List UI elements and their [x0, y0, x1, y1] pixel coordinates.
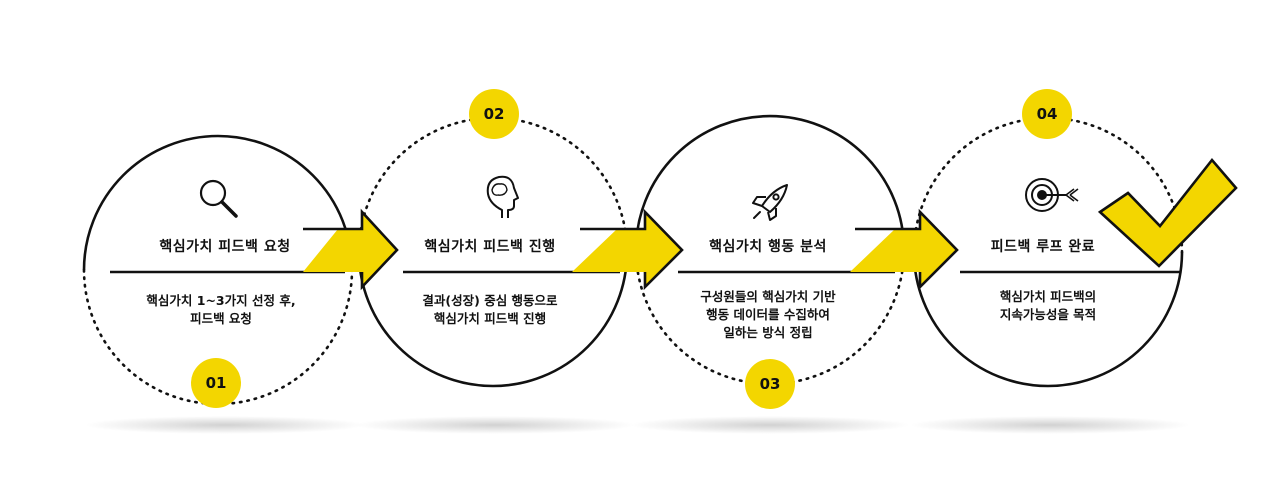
rocket-icon — [752, 184, 788, 221]
step-3-desc-line: 구성원들의 핵심가치 기반 — [700, 289, 836, 304]
step-3-title: 핵심가치 행동 분석 — [709, 239, 827, 255]
step-1-desc-line: 핵심가치 1~3가지 선정 후, — [146, 293, 296, 308]
step-3-desc-line: 일하는 방식 정립 — [723, 325, 813, 340]
search-icon — [199, 179, 238, 218]
step-2-description: 결과(성장) 중심 행동으로 핵심가치 피드백 진행 — [373, 292, 607, 328]
target-icon — [1025, 178, 1079, 212]
step-3-desc-line: 행동 데이터를 수집하여 — [706, 307, 830, 322]
step-4-desc-line: 지속가능성을 목적 — [999, 307, 1097, 322]
step-3-description: 구성원들의 핵심가치 기반 행동 데이터를 수집하여 일하는 방식 정립 — [650, 288, 886, 342]
step-2-desc-line: 핵심가치 피드백 진행 — [433, 311, 547, 326]
ground-shadows — [85, 416, 1190, 434]
arrow-2 — [572, 208, 684, 291]
step-1-desc-line: 피드백 요청 — [190, 311, 252, 326]
step-2-desc-line: 결과(성장) 중심 행동으로 — [422, 293, 558, 308]
step-4-desc-line: 핵심가치 피드백의 — [999, 289, 1097, 304]
brain-head-icon — [486, 175, 519, 218]
checkmark-icon — [1097, 157, 1238, 268]
arrow-1 — [303, 208, 399, 291]
step-1-title: 핵심가치 피드백 요청 — [159, 239, 291, 255]
step-number-badge: 03 — [745, 359, 795, 409]
step-2-title: 핵심가치 피드백 진행 — [424, 239, 556, 255]
step-number-badge: 02 — [469, 89, 519, 139]
step-4-title: 피드백 루프 완료 — [990, 239, 1096, 255]
step-number-badge: 01 — [191, 358, 241, 408]
step-4-description: 핵심가치 피드백의 지속가능성을 목적 — [938, 288, 1158, 324]
step-number-badge: 04 — [1022, 89, 1072, 139]
step-1-description: 핵심가치 1~3가지 선정 후, 피드백 요청 — [106, 292, 336, 328]
arrow-3 — [850, 208, 959, 291]
